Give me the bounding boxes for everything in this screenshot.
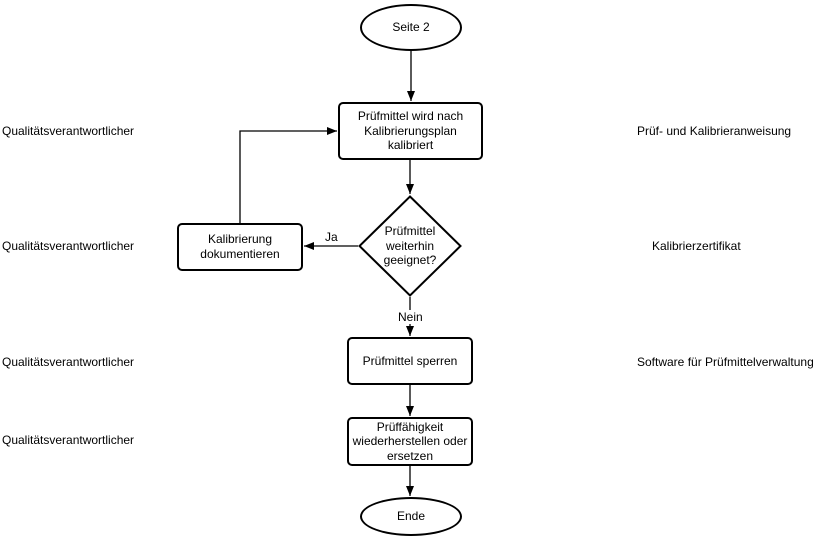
start-node-label: Seite 2 bbox=[392, 20, 430, 35]
process-node-document-label: Kalibrierung dokumentieren bbox=[200, 232, 280, 261]
lane-label-left-1: Qualitätsverantwortlicher bbox=[2, 124, 135, 138]
edge-label-ja: Ja bbox=[323, 230, 340, 244]
lane-label-left-2: Qualitätsverantwortlicher bbox=[2, 239, 135, 253]
edge-label-nein: Nein bbox=[396, 310, 425, 324]
edge-document-loop-to-calibrate bbox=[239, 127, 337, 223]
process-node-lock: Prüfmittel sperren bbox=[347, 337, 473, 385]
lane-label-left-3: Qualitätsverantwortlicher bbox=[2, 355, 135, 369]
lane-label-right-2: Kalibrierzertifikat bbox=[652, 239, 741, 253]
process-node-restore: Prüffähigkeit wiederherstellen oder erse… bbox=[347, 417, 473, 466]
process-node-document: Kalibrierung dokumentieren bbox=[177, 223, 303, 271]
lane-label-right-1: Prüf- und Kalibrieranweisung bbox=[637, 124, 792, 138]
decision-node-suitability: Prüfmittel weiterhin geeignet? bbox=[358, 195, 462, 297]
process-node-calibrate-label: Prüfmittel wird nach Kalibrierungsplan k… bbox=[357, 109, 464, 153]
diamond-shape bbox=[358, 195, 462, 297]
lane-label-right-3: Software für Prüfmittelverwaltung bbox=[637, 355, 814, 369]
process-node-lock-label: Prüfmittel sperren bbox=[362, 353, 458, 368]
process-node-restore-label: Prüffähigkeit wiederherstellen oder erse… bbox=[352, 419, 468, 463]
end-node-label: Ende bbox=[396, 509, 426, 524]
lane-label-left-4: Qualitätsverantwortlicher bbox=[2, 433, 135, 447]
decision-node-suitability-label: Prüfmittel weiterhin geeignet? bbox=[383, 224, 437, 268]
end-node: Ende bbox=[360, 497, 462, 536]
process-node-calibrate: Prüfmittel wird nach Kalibrierungsplan k… bbox=[338, 102, 483, 160]
start-node: Seite 2 bbox=[360, 4, 462, 51]
